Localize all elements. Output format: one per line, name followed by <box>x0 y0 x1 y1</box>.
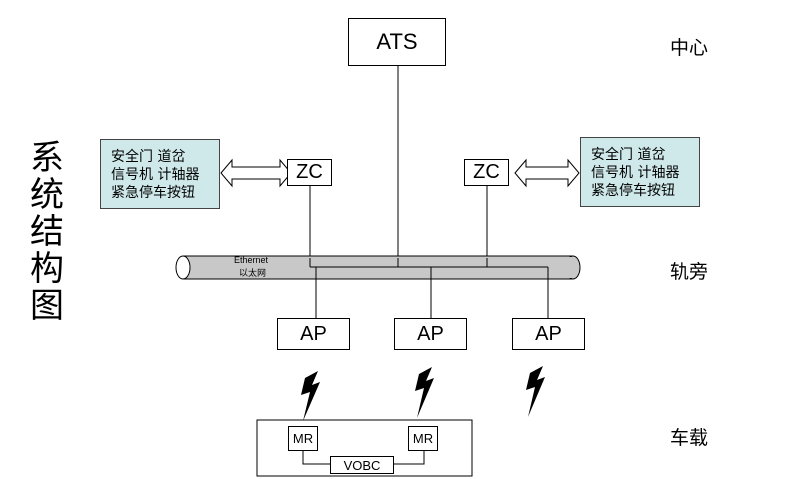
zc-left-label: ZC <box>296 161 323 183</box>
device-line: 信号机 计轴器 <box>111 167 200 183</box>
device-line: 紧急停车按钮 <box>591 183 675 199</box>
device-line: 紧急停车按钮 <box>111 185 195 201</box>
device-line: 信号机 计轴器 <box>591 165 680 181</box>
diagram-title: 系统结构图 <box>30 138 64 326</box>
mr-left-label: MR <box>292 431 314 446</box>
devices-left-panel: 安全门 道岔 信号机 计轴器 紧急停车按钮 <box>100 139 220 209</box>
mr-right-label: MR <box>412 431 434 446</box>
ap-node: AP <box>277 318 350 350</box>
tier-onboard-label: 车载 <box>670 427 709 449</box>
devices-right-panel: 安全门 道岔 信号机 计轴器 紧急停车按钮 <box>580 137 700 207</box>
ats-node: ATS <box>348 18 446 66</box>
ap-node: AP <box>512 318 585 350</box>
ap-node: AP <box>394 318 467 350</box>
ethernet-label-cn: 以太网 <box>239 269 267 279</box>
tier-trackside-label: 轨旁 <box>670 261 709 283</box>
vobc-node: VOBC <box>330 456 394 474</box>
wireless-lightning-icon <box>301 371 320 421</box>
ats-label: ATS <box>376 29 418 54</box>
tier-center-label: 中心 <box>670 37 709 59</box>
device-line: 安全门 道岔 <box>591 147 666 163</box>
mr-right-vobc-line <box>394 451 425 465</box>
wireless-lightning-icon <box>415 367 434 418</box>
double-arrow-left-icon <box>220 158 292 188</box>
device-line: 安全门 道岔 <box>111 149 186 165</box>
mr-left-vobc-line <box>302 451 330 465</box>
onboard-enclosure <box>256 419 473 477</box>
zc-right-node: ZC <box>464 159 509 186</box>
ap-label: AP <box>300 322 327 345</box>
mr-left-node: MR <box>288 426 318 451</box>
ap-label: AP <box>417 322 444 345</box>
vobc-label: VOBC <box>343 457 381 473</box>
ethernet-label: Ethernet <box>234 255 269 265</box>
ap-label: AP <box>535 322 562 345</box>
wireless-lightning-icon <box>526 366 545 417</box>
mr-right-node: MR <box>408 426 438 451</box>
zc-left-node: ZC <box>287 159 332 186</box>
double-arrow-right-icon <box>514 158 580 188</box>
zc-right-label: ZC <box>473 161 500 183</box>
